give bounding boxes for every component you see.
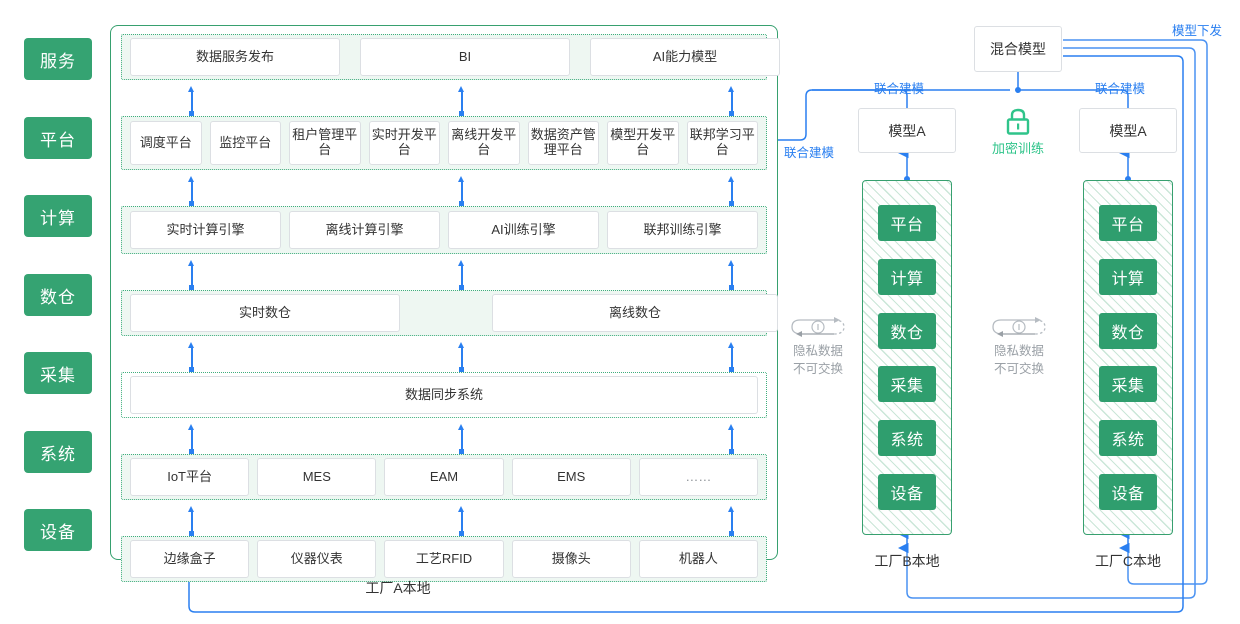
privacy-note-1-line2: 不可交换 [792,362,843,377]
stage-label-compute: 计算 [24,195,92,237]
factory-b-stack-item-3[interactable]: 采集 [878,366,936,403]
band-device: 边缘盒子 仪器仪表 工艺RFID 摄像头 机器人 [121,536,767,582]
factory-c-stack-item-2[interactable]: 数仓 [1099,312,1157,349]
encryption-training: 加密训练 [978,108,1058,157]
factory-c-caption: 工厂C本地 [1094,553,1162,569]
cell-system-1[interactable]: MES [257,458,377,496]
cell-service-1[interactable]: BI [360,38,570,76]
cell-platform-3[interactable]: 实时开发平台 [368,121,440,165]
connector-device-to-system-2 [457,506,466,536]
band-service: 数据服务发布 BI AI能力模型 [121,34,780,80]
cell-device-4[interactable]: 机器人 [638,540,759,578]
cell-compute-2[interactable]: AI训练引擎 [448,211,599,249]
factory-c-stack-item-5[interactable]: 设备 [1099,474,1157,511]
cell-service-2[interactable]: AI能力模型 [590,38,780,76]
cell-device-2[interactable]: 工艺RFID [384,540,504,578]
factory-c-stack-item-4[interactable]: 系统 [1099,420,1157,457]
wire-label-model-distribute: 模型下发 [1172,24,1223,38]
factory-c-stack: 平台 计算 数仓 采集 系统 设备 [1083,180,1173,535]
connector-device-to-system-1 [187,506,196,536]
connector-platform-to-service-1 [187,86,196,116]
privacy-note-2: 隐私数据 不可交换 [982,316,1056,378]
band-collect: 数据同步系统 [121,372,767,418]
privacy-note-1: 隐私数据 不可交换 [781,316,855,378]
connector-compute-to-platform-1 [187,176,196,206]
wire-label-joint-modeling-c: 联合建模 [1095,82,1146,96]
cell-device-3[interactable]: 摄像头 [511,540,631,578]
cell-system-0[interactable]: IoT平台 [130,458,250,496]
connector-collect-to-warehouse-2 [457,342,466,372]
privacy-note-2-line1: 隐私数据 [993,344,1044,358]
cell-platform-6[interactable]: 模型开发平台 [607,121,679,165]
cell-platform-1[interactable]: 监控平台 [209,121,281,165]
connector-system-to-collect-2 [457,424,466,454]
connector-system-to-collect-1 [187,424,196,454]
band-platform: 调度平台 监控平台 租户管理平台 实时开发平台 离线开发平台 数据资产管理平台 … [121,116,767,170]
no-exchange-icon [992,317,1046,337]
cell-collect-0[interactable]: 数据同步系统 [130,376,758,414]
cell-device-1[interactable]: 仪器仪表 [257,540,377,578]
connector-collect-to-warehouse-1 [187,342,196,372]
stage-label-device: 设备 [24,509,92,551]
wire-label-joint-modeling-a: 联合建模 [784,146,835,160]
wire-label-joint-modeling-b: 联合建模 [874,82,925,96]
connector-compute-to-platform-3 [727,176,736,206]
band-warehouse: 实时数仓 离线数仓 [121,290,778,336]
cell-platform-2[interactable]: 租户管理平台 [289,121,361,165]
factory-c-model-box[interactable]: 模型A [1079,108,1177,153]
connector-collect-to-warehouse-3 [727,342,736,372]
stage-label-service: 服务 [24,38,92,80]
connector-warehouse-to-compute-1 [187,260,196,290]
stage-label-collect: 采集 [24,352,92,394]
no-exchange-icon [791,317,845,337]
band-compute: 实时计算引擎 离线计算引擎 AI训练引擎 联邦训练引擎 [121,206,767,254]
cell-system-2[interactable]: EAM [384,458,504,496]
lock-icon [1006,108,1030,135]
cell-platform-4[interactable]: 离线开发平台 [448,121,520,165]
cell-platform-0[interactable]: 调度平台 [130,121,202,165]
privacy-note-2-line2: 不可交换 [993,362,1044,377]
factory-c-stack-item-3[interactable]: 采集 [1099,366,1157,403]
cell-platform-7[interactable]: 联邦学习平台 [686,121,758,165]
cell-system-3[interactable]: EMS [511,458,631,496]
stage-label-platform: 平台 [24,117,92,159]
cell-compute-1[interactable]: 离线计算引擎 [289,211,440,249]
band-system: IoT平台 MES EAM EMS …… [121,454,767,500]
factory-b-stack-item-1[interactable]: 计算 [878,258,936,295]
factory-a-panel: 数据服务发布 BI AI能力模型 调度平台 监控平台 租户管理平台 实时开发平台… [110,25,780,582]
cell-service-0[interactable]: 数据服务发布 [130,38,340,76]
factory-b-model-box[interactable]: 模型A [858,108,956,153]
cell-compute-3[interactable]: 联邦训练引擎 [607,211,758,249]
factory-a-caption: 工厂A本地 [365,580,431,596]
connector-platform-to-service-2 [457,86,466,116]
cell-platform-5[interactable]: 数据资产管理平台 [527,121,599,165]
cell-warehouse-1[interactable]: 离线数仓 [492,294,778,332]
cell-compute-0[interactable]: 实时计算引擎 [130,211,281,249]
factory-b-stack-item-5[interactable]: 设备 [878,474,936,511]
connector-compute-to-platform-2 [457,176,466,206]
encryption-training-label: 加密训练 [991,141,1044,156]
factory-c-stack-item-1[interactable]: 计算 [1099,258,1157,295]
hybrid-model-box[interactable]: 混合模型 [974,26,1062,72]
cell-system-4[interactable]: …… [638,458,759,496]
factory-c-stack-item-0[interactable]: 平台 [1099,204,1157,241]
factory-b-caption: 工厂B本地 [874,553,940,569]
factory-b-stack: 平台 计算 数仓 采集 系统 设备 [862,180,952,535]
factory-b-stack-item-4[interactable]: 系统 [878,420,936,457]
privacy-note-1-line1: 隐私数据 [792,344,843,358]
factory-b-stack-item-0[interactable]: 平台 [878,204,936,241]
connector-warehouse-to-compute-2 [457,260,466,290]
connector-warehouse-to-compute-3 [727,260,736,290]
factory-b-stack-item-2[interactable]: 数仓 [878,312,936,349]
cell-device-0[interactable]: 边缘盒子 [130,540,250,578]
stage-label-warehouse: 数仓 [24,274,92,316]
cell-warehouse-0[interactable]: 实时数仓 [130,294,400,332]
connector-device-to-system-3 [727,506,736,536]
connector-system-to-collect-3 [727,424,736,454]
stage-label-system: 系统 [24,431,92,473]
connector-platform-to-service-3 [727,86,736,116]
